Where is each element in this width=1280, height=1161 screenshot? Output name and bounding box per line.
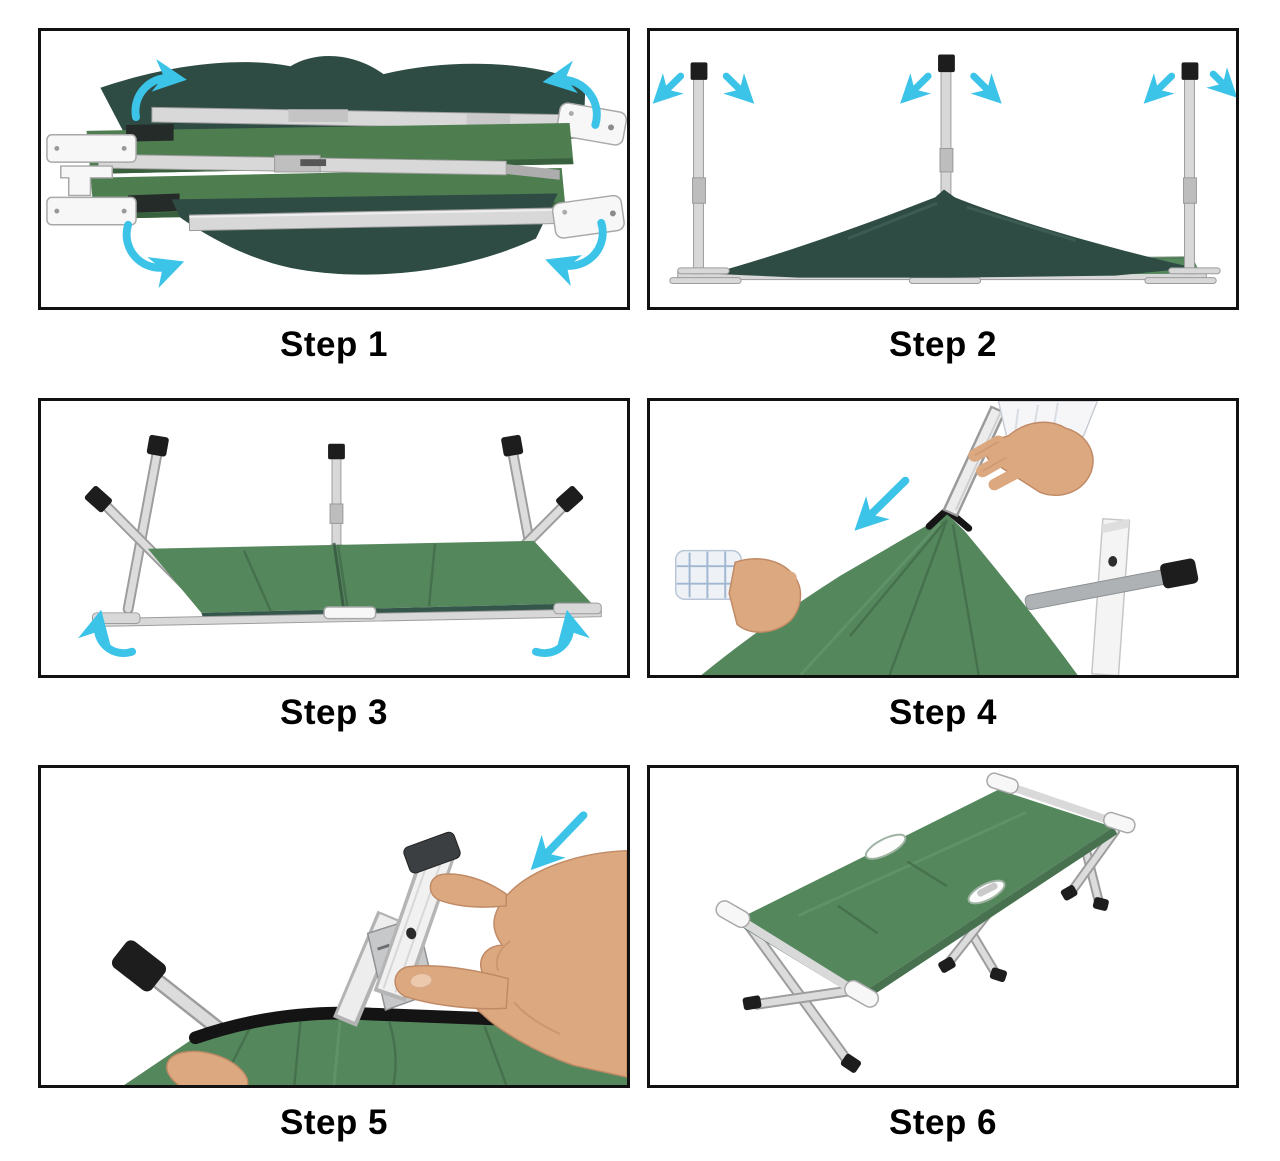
step-5-caption: Step 5 [279, 1103, 389, 1142]
step-6-panel: Step 6 [647, 765, 1239, 1143]
insert-end-rod-illustration [674, 401, 1199, 675]
insert-arrow [854, 476, 910, 531]
step-1-image [38, 28, 630, 310]
t-handle [46, 134, 137, 226]
gray-leg [1024, 558, 1199, 611]
draped-fabric [711, 189, 1195, 278]
curved-arrow-top-left-icon [131, 59, 187, 122]
step-5-image [38, 765, 630, 1088]
slide-arrow [530, 811, 588, 871]
folded-cot-top-view-illustration [46, 55, 627, 289]
arrow-down-left-icon [652, 72, 685, 104]
step-3-panel: Step 3 [38, 398, 630, 733]
step-1-caption: Step 1 [279, 325, 389, 364]
arrow-down-right-icon [722, 72, 755, 104]
unfold-arrows [122, 59, 607, 289]
step-3-caption: Step 3 [279, 693, 389, 732]
curved-arrow-bottom-right-icon [545, 218, 607, 287]
right-leg [1168, 62, 1221, 275]
assembled-cot-illustration [715, 772, 1136, 1073]
left-x-legs [84, 434, 193, 615]
step-6-caption: Step 6 [888, 1103, 998, 1142]
spare-pole [1090, 517, 1131, 675]
arrow-down-left-icon [1143, 72, 1176, 104]
step-1-panel: Step 1 [38, 28, 630, 365]
curved-arrow-top-right-icon [542, 60, 601, 129]
right-hand [394, 849, 627, 1078]
curved-arrow-up-right-icon [531, 609, 591, 657]
arrow-down-left-icon [854, 476, 910, 531]
handle-slots [864, 833, 1006, 905]
lower-hand [674, 549, 802, 633]
step-2-caption: Step 2 [888, 325, 998, 364]
slide-end-bar-illustration [111, 811, 627, 1085]
label-patch [300, 159, 327, 167]
arrow-down-left-icon [900, 72, 932, 104]
left-leg [677, 62, 730, 275]
arrow-down-right-icon [970, 72, 1002, 104]
fabric-corner [701, 505, 1078, 675]
step-4-panel: Step 4 [647, 398, 1239, 733]
upper-hand [968, 401, 1099, 496]
folded-fabric-bottom [171, 193, 558, 275]
step-2-image [647, 28, 1239, 310]
curved-arrow-bottom-left-icon [122, 220, 185, 289]
step-2-panel: Step 2 [647, 28, 1239, 365]
step-3-image [38, 398, 630, 678]
end-bars [715, 772, 1136, 1008]
step-4-caption: Step 4 [888, 693, 998, 732]
cot-surface [741, 789, 1118, 1003]
cot-upside-down-illustration [77, 434, 602, 657]
center-rail [97, 153, 560, 180]
cot-legs-upright-illustration [652, 54, 1236, 284]
step-5-panel: Step 5 [38, 765, 630, 1143]
bottom-thumb [166, 1050, 249, 1085]
step-4-image [647, 398, 1239, 678]
arrow-down-right-icon [1206, 67, 1236, 98]
curved-arrow-up-left-icon [77, 609, 137, 657]
fold-down-arrows [652, 67, 1236, 104]
flip-arrows [77, 609, 591, 657]
step-6-image [647, 765, 1239, 1088]
arrow-down-left-icon [530, 811, 588, 871]
